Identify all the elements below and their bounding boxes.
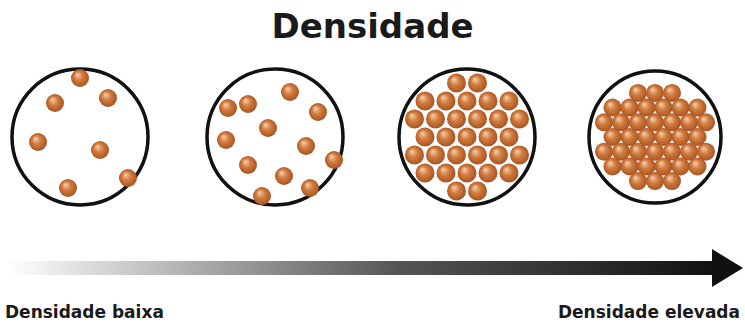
particle [468,110,487,129]
particle [239,95,257,113]
particle [510,110,529,129]
particle [447,74,466,93]
particle [99,89,117,107]
particle [629,172,647,190]
scale-label: Densidade baixa [5,302,164,322]
particle [458,128,477,147]
particle [416,92,435,111]
particle [297,137,315,155]
container-circle [12,69,148,205]
particle [468,146,487,165]
particle [437,164,456,183]
particle [46,94,64,112]
particle [458,164,477,183]
gradient-arrow-shaft [8,261,716,275]
particle [275,167,293,185]
particle [217,131,235,149]
particle [500,92,519,111]
particle [426,110,445,129]
particle [59,179,77,197]
particle [663,172,681,190]
diagram-title: Densidade [0,6,745,46]
particle [325,151,343,169]
particle [416,164,435,183]
particle [479,164,498,183]
particle [689,157,707,175]
particle [29,133,47,151]
particle [253,187,271,205]
particle [219,99,237,117]
particle [468,74,487,93]
particle [437,92,456,111]
particle [309,103,327,121]
particle [281,83,299,101]
particle [426,146,445,165]
particle [479,128,498,147]
particle [259,119,277,137]
particle [416,128,435,147]
particle [500,164,519,183]
particle [458,92,477,111]
particle [91,141,109,159]
container-circle [399,69,535,205]
particle [437,128,456,147]
particles [29,69,715,205]
particle [500,128,519,147]
particle [119,169,137,187]
particle [405,146,424,165]
particle [468,182,487,201]
container-circle [207,69,343,205]
particle [447,182,466,201]
gradient-arrow-head [712,249,743,287]
scale-label: Densidade elevada [558,302,740,322]
particle [447,146,466,165]
particle [646,172,664,190]
particle [479,92,498,111]
particle [489,146,508,165]
particle [239,156,257,174]
particle [71,69,89,87]
particle [604,157,622,175]
container-circle [589,71,721,203]
particle [489,110,508,129]
particle [447,110,466,129]
particle [301,179,319,197]
particle [405,110,424,129]
particle [510,146,529,165]
